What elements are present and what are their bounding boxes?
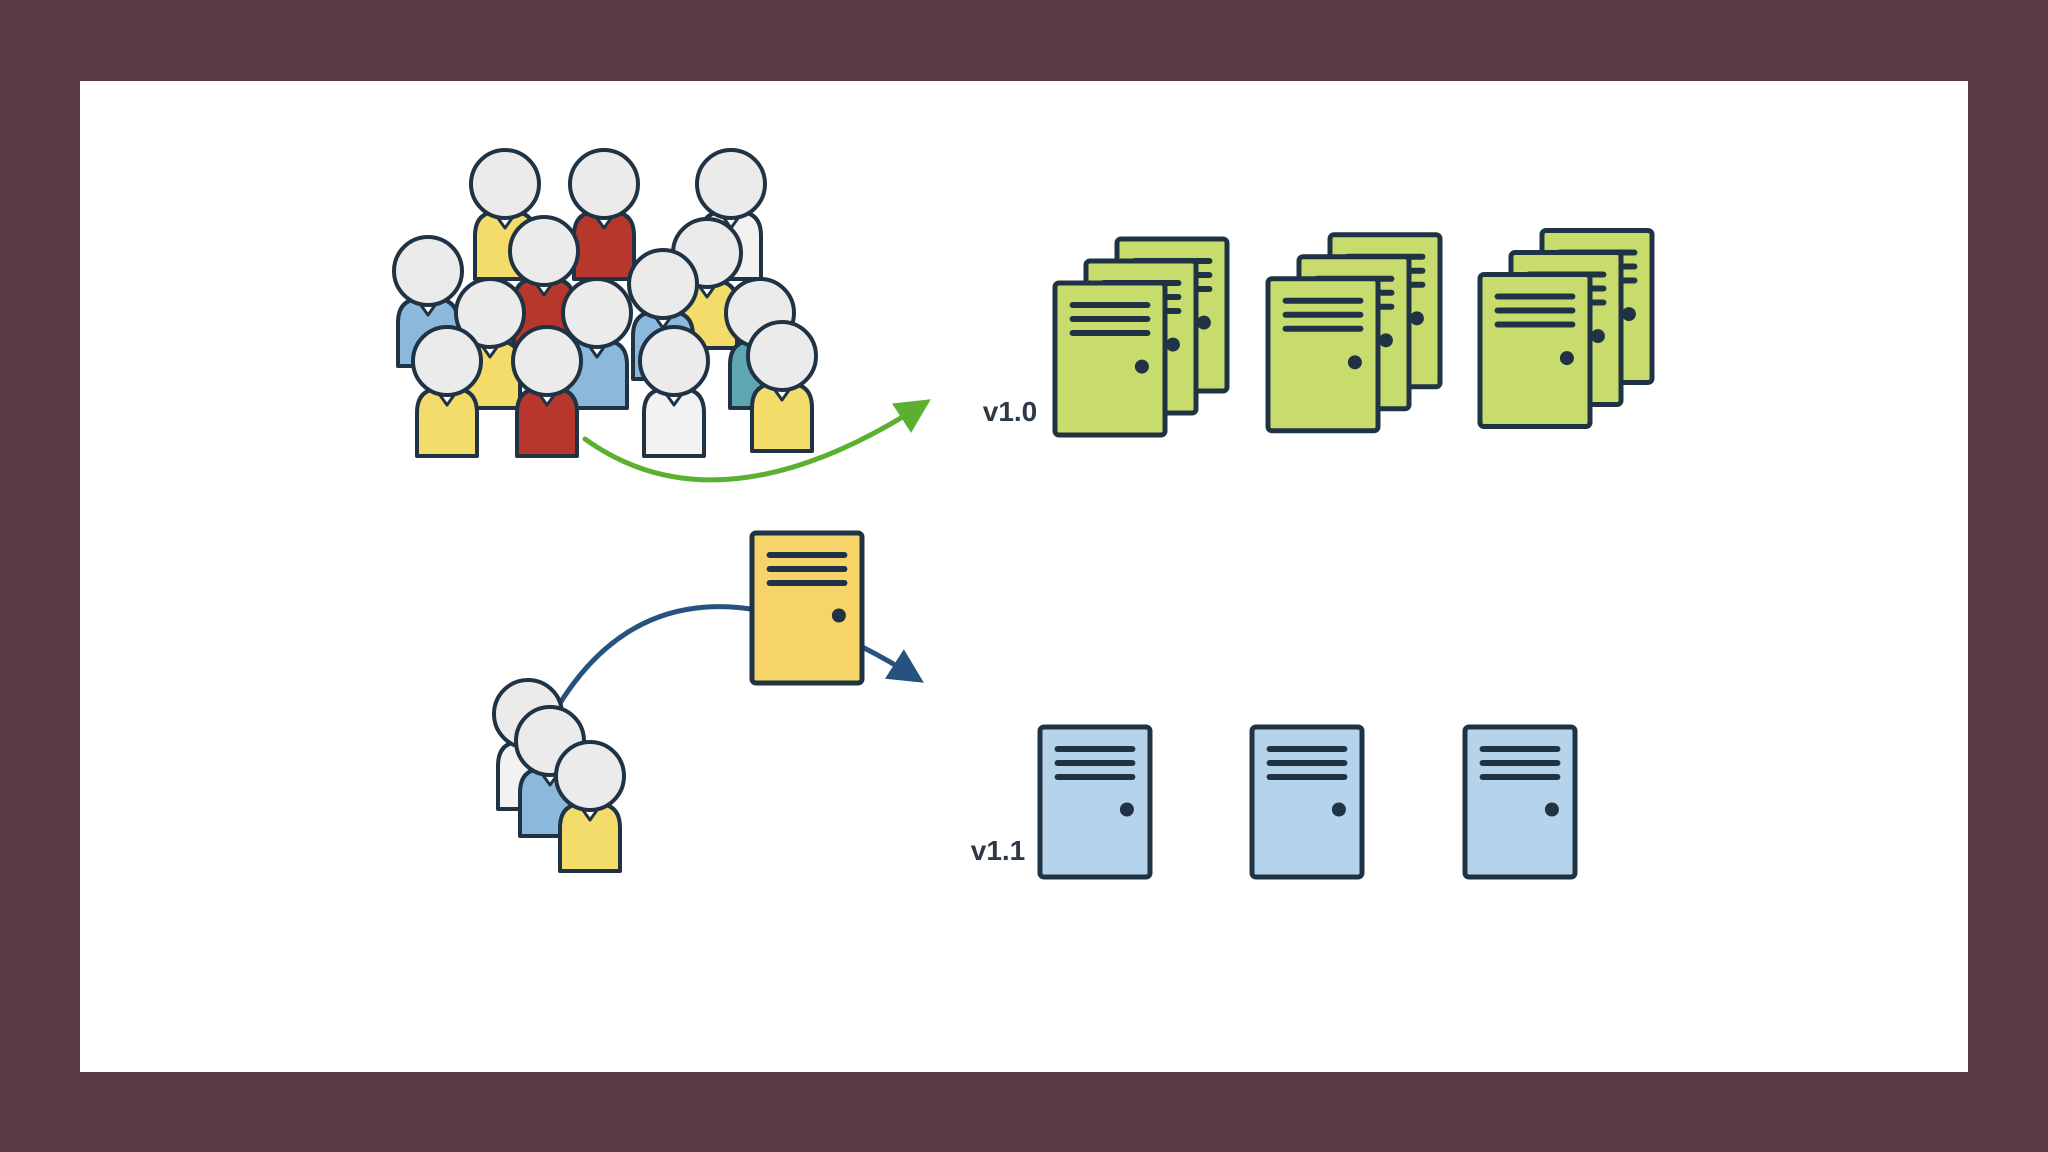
version-label-v1-0: v1.0 [983,396,1038,427]
server-icon [1052,280,1168,438]
person-icon [511,325,583,458]
server-icon [1265,276,1381,434]
small-user-crowd [492,678,626,873]
server-icon [1477,272,1593,429]
server-icon [749,530,865,686]
person-icon [411,325,483,458]
canary-deployment-diagram: v1.0 v1.1 [392,148,1655,880]
server-icon [1462,724,1578,880]
server-group-v1-0 [1052,228,1655,438]
person-icon [638,325,710,458]
person-icon [746,320,818,453]
version-label-v1-1: v1.1 [971,835,1026,866]
server-icon [1037,724,1153,880]
slide-canvas: v1.0 v1.1 [80,81,1968,1072]
server-group-v1-1 [1037,724,1578,880]
large-user-crowd [392,148,818,458]
person-icon [554,740,626,873]
traffic-arrow-stable [582,399,931,483]
person-icon [568,148,640,281]
server-icon [1249,724,1365,880]
load-balancer-server [749,530,865,686]
